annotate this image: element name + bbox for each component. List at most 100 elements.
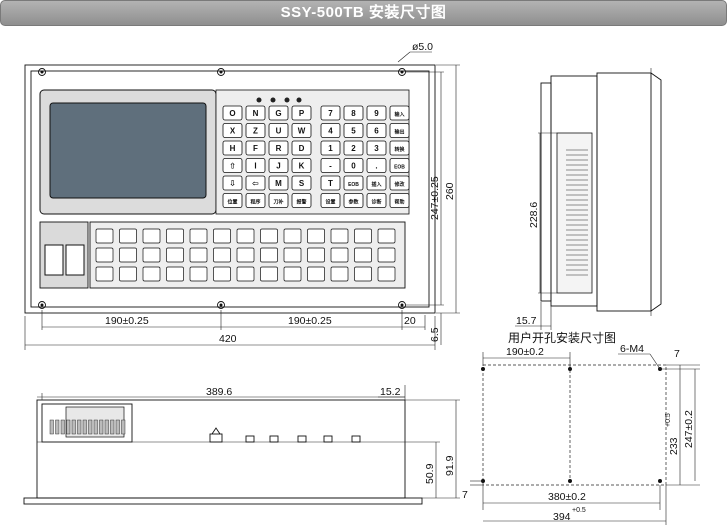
operator-button[interactable] bbox=[307, 266, 325, 282]
operator-button[interactable] bbox=[330, 247, 349, 263]
keypad-key[interactable] bbox=[268, 158, 289, 173]
operator-button[interactable] bbox=[377, 247, 396, 263]
operator-button[interactable] bbox=[166, 228, 184, 244]
keypad-key[interactable] bbox=[389, 140, 410, 156]
keypad-key[interactable] bbox=[389, 123, 410, 138]
keypad-key[interactable] bbox=[343, 158, 364, 173]
keypad-key-label: 9 bbox=[374, 109, 379, 118]
operator-button[interactable] bbox=[330, 228, 349, 244]
operator-button[interactable] bbox=[213, 228, 231, 244]
keypad-key-label: 6 bbox=[374, 127, 379, 136]
operator-button[interactable] bbox=[213, 266, 231, 282]
operator-button[interactable] bbox=[330, 266, 349, 282]
operator-button[interactable] bbox=[95, 228, 114, 244]
keypad-key[interactable] bbox=[222, 175, 243, 191]
operator-button[interactable] bbox=[119, 228, 137, 244]
keypad-key[interactable] bbox=[222, 123, 243, 138]
operator-button[interactable] bbox=[166, 247, 184, 263]
operator-button[interactable] bbox=[119, 266, 137, 282]
operator-button[interactable] bbox=[189, 266, 208, 282]
keypad-key[interactable] bbox=[291, 105, 312, 121]
operator-button[interactable] bbox=[189, 228, 208, 244]
operator-button[interactable] bbox=[189, 247, 208, 263]
keypad-key[interactable] bbox=[268, 175, 289, 191]
operator-button[interactable] bbox=[283, 228, 302, 244]
operator-button[interactable] bbox=[377, 266, 396, 282]
keypad-key[interactable] bbox=[245, 193, 266, 208]
keypad-key[interactable] bbox=[291, 140, 312, 156]
keypad-key[interactable] bbox=[291, 158, 312, 173]
keypad-key[interactable] bbox=[222, 140, 243, 156]
operator-button[interactable] bbox=[260, 266, 278, 282]
keypad-key[interactable] bbox=[268, 193, 289, 208]
keypad-key[interactable] bbox=[222, 158, 243, 173]
operator-button[interactable] bbox=[213, 247, 231, 263]
keypad-key[interactable] bbox=[389, 105, 410, 121]
keypad-key[interactable] bbox=[366, 140, 387, 156]
keypad-key-label: 程序 bbox=[249, 199, 260, 206]
terminal-pin bbox=[60, 419, 65, 435]
keypad-key[interactable] bbox=[389, 158, 410, 173]
operator-button[interactable] bbox=[283, 266, 302, 282]
keypad-key[interactable] bbox=[268, 140, 289, 156]
operator-button[interactable] bbox=[354, 228, 372, 244]
side-height-label: 228.6 bbox=[528, 202, 540, 228]
keypad-key[interactable] bbox=[366, 123, 387, 138]
keypad-key[interactable] bbox=[366, 158, 387, 173]
keypad-key[interactable] bbox=[222, 105, 243, 121]
keypad-key[interactable] bbox=[343, 105, 364, 121]
keypad-key[interactable] bbox=[320, 105, 341, 121]
keypad-key[interactable] bbox=[245, 105, 266, 121]
keypad-key-label: EOB bbox=[394, 165, 405, 171]
keypad-key[interactable] bbox=[245, 175, 266, 191]
keypad-key[interactable] bbox=[245, 123, 266, 138]
operator-button[interactable] bbox=[283, 247, 302, 263]
operator-button[interactable] bbox=[307, 247, 325, 263]
keypad-key[interactable] bbox=[366, 175, 387, 191]
keypad-key[interactable] bbox=[222, 193, 243, 208]
keypad-key[interactable] bbox=[320, 175, 341, 191]
mount-hole-icon bbox=[481, 367, 662, 483]
keypad-key[interactable] bbox=[268, 123, 289, 138]
operator-button[interactable] bbox=[260, 247, 278, 263]
keypad-key[interactable] bbox=[245, 140, 266, 156]
keypad-key[interactable] bbox=[343, 193, 364, 208]
operator-button[interactable] bbox=[166, 266, 184, 282]
keypad-key[interactable] bbox=[245, 158, 266, 173]
operator-button[interactable] bbox=[377, 228, 396, 244]
operator-button[interactable] bbox=[142, 247, 161, 263]
keypad-key[interactable] bbox=[320, 158, 341, 173]
keypad-key[interactable] bbox=[389, 193, 410, 208]
operator-button[interactable] bbox=[260, 228, 278, 244]
operator-button[interactable] bbox=[236, 247, 255, 263]
keypad-key[interactable] bbox=[291, 193, 312, 208]
keypad-key[interactable] bbox=[291, 123, 312, 138]
keypad-key[interactable] bbox=[343, 140, 364, 156]
cut-height-label: 233 bbox=[668, 437, 680, 455]
operator-button[interactable] bbox=[95, 266, 114, 282]
holes-label: 6-M4 bbox=[620, 343, 644, 355]
keypad-key[interactable] bbox=[320, 123, 341, 138]
keypad-key[interactable] bbox=[320, 193, 341, 208]
keypad-key[interactable] bbox=[343, 175, 364, 191]
operator-button[interactable] bbox=[95, 247, 114, 263]
operator-button[interactable] bbox=[236, 266, 255, 282]
keypad-key-label: X bbox=[230, 127, 236, 136]
keypad-key[interactable] bbox=[320, 140, 341, 156]
keypad-key[interactable] bbox=[366, 193, 387, 208]
operator-button[interactable] bbox=[354, 266, 372, 282]
keypad-key[interactable] bbox=[343, 123, 364, 138]
keypad-key[interactable] bbox=[389, 175, 410, 191]
operator-button[interactable] bbox=[119, 247, 137, 263]
operator-button[interactable] bbox=[142, 266, 161, 282]
width-left-label: 190±0.25 bbox=[105, 315, 149, 327]
keypad-key-label: 插入 bbox=[371, 181, 381, 188]
keypad-key[interactable] bbox=[291, 175, 312, 191]
keypad-key[interactable] bbox=[366, 105, 387, 121]
operator-button[interactable] bbox=[236, 228, 255, 244]
operator-button[interactable] bbox=[142, 228, 161, 244]
operator-button[interactable] bbox=[354, 247, 372, 263]
operator-button[interactable] bbox=[307, 228, 325, 244]
keypad-key[interactable] bbox=[268, 105, 289, 121]
keypad-key-label: 0 bbox=[351, 162, 356, 171]
